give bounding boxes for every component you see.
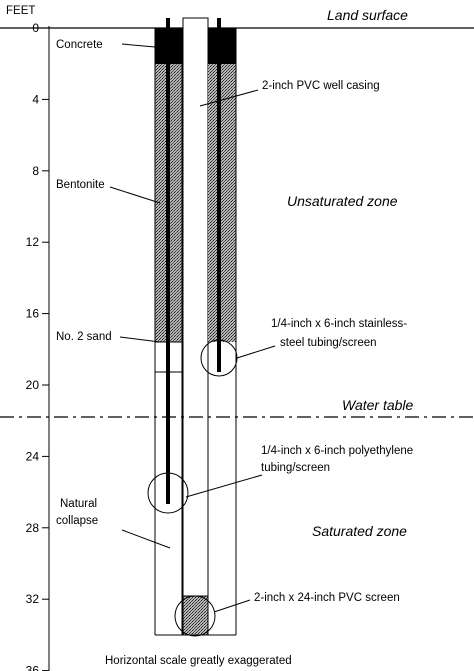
leader-natural-collapse	[121, 529, 171, 549]
scale-caption: Horizontal scale greatly exaggerated	[105, 655, 292, 667]
depth-tick-label-24: 24	[26, 449, 40, 463]
unit-label: FEET	[6, 5, 35, 17]
leader-pvc-casing	[199, 89, 259, 107]
depth-tick-label-12: 12	[26, 235, 40, 249]
leader-concrete	[121, 43, 156, 48]
depth-tick-label-8: 8	[32, 164, 39, 178]
bentonite-fill-right	[208, 64, 236, 342]
leader-pvc-screen	[213, 599, 251, 613]
bentonite-label: Bentonite	[56, 179, 105, 191]
depth-tick-label-20: 20	[26, 378, 40, 392]
unsaturated-zone-label: Unsaturated zone	[287, 193, 398, 209]
depth-tick-label-32: 32	[26, 592, 40, 606]
right-borehole	[208, 18, 237, 635]
sand-label: No. 2 sand	[56, 331, 112, 343]
leader-stainless	[236, 345, 276, 359]
left-borehole	[154, 18, 183, 635]
land-surface-label: Land surface	[327, 7, 408, 23]
polyethylene-screen-circle	[147, 472, 189, 514]
natural-collapse-label-line1: Natural	[60, 498, 97, 510]
concrete-label: Concrete	[56, 39, 103, 51]
stainless-label-line2: steel tubing/screen	[280, 337, 377, 349]
saturated-zone-label: Saturated zone	[312, 523, 407, 539]
depth-tick-label-16: 16	[26, 307, 40, 321]
pvc-screen-label: 2-inch x 24-inch PVC screen	[254, 592, 400, 604]
pvc-screen-fill	[182, 595, 209, 636]
pvc-well-casing	[182, 17, 209, 636]
leader-sand	[119, 336, 161, 343]
polyethylene-label-line1: 1/4-inch x 6-inch polyethylene	[261, 445, 413, 457]
depth-tick-label-28: 28	[26, 521, 40, 535]
pvc-screen-circle	[174, 595, 216, 637]
pvc-casing-body	[182, 17, 209, 636]
stainless-label-line1: 1/4-inch x 6-inch stainless-	[271, 318, 407, 330]
polyethylene-label-line2: tubing/screen	[261, 462, 330, 474]
natural-collapse-label-line2: collapse	[56, 515, 98, 527]
leader-polyethylene	[185, 474, 263, 498]
leader-bentonite	[109, 186, 161, 204]
depth-tick-label-36: 36	[26, 664, 40, 671]
concrete-seal-right	[208, 28, 236, 64]
water-table-label: Water table	[342, 397, 414, 413]
pvc-casing-label: 2-inch PVC well casing	[262, 80, 380, 92]
depth-tick-label-4: 4	[32, 92, 39, 106]
